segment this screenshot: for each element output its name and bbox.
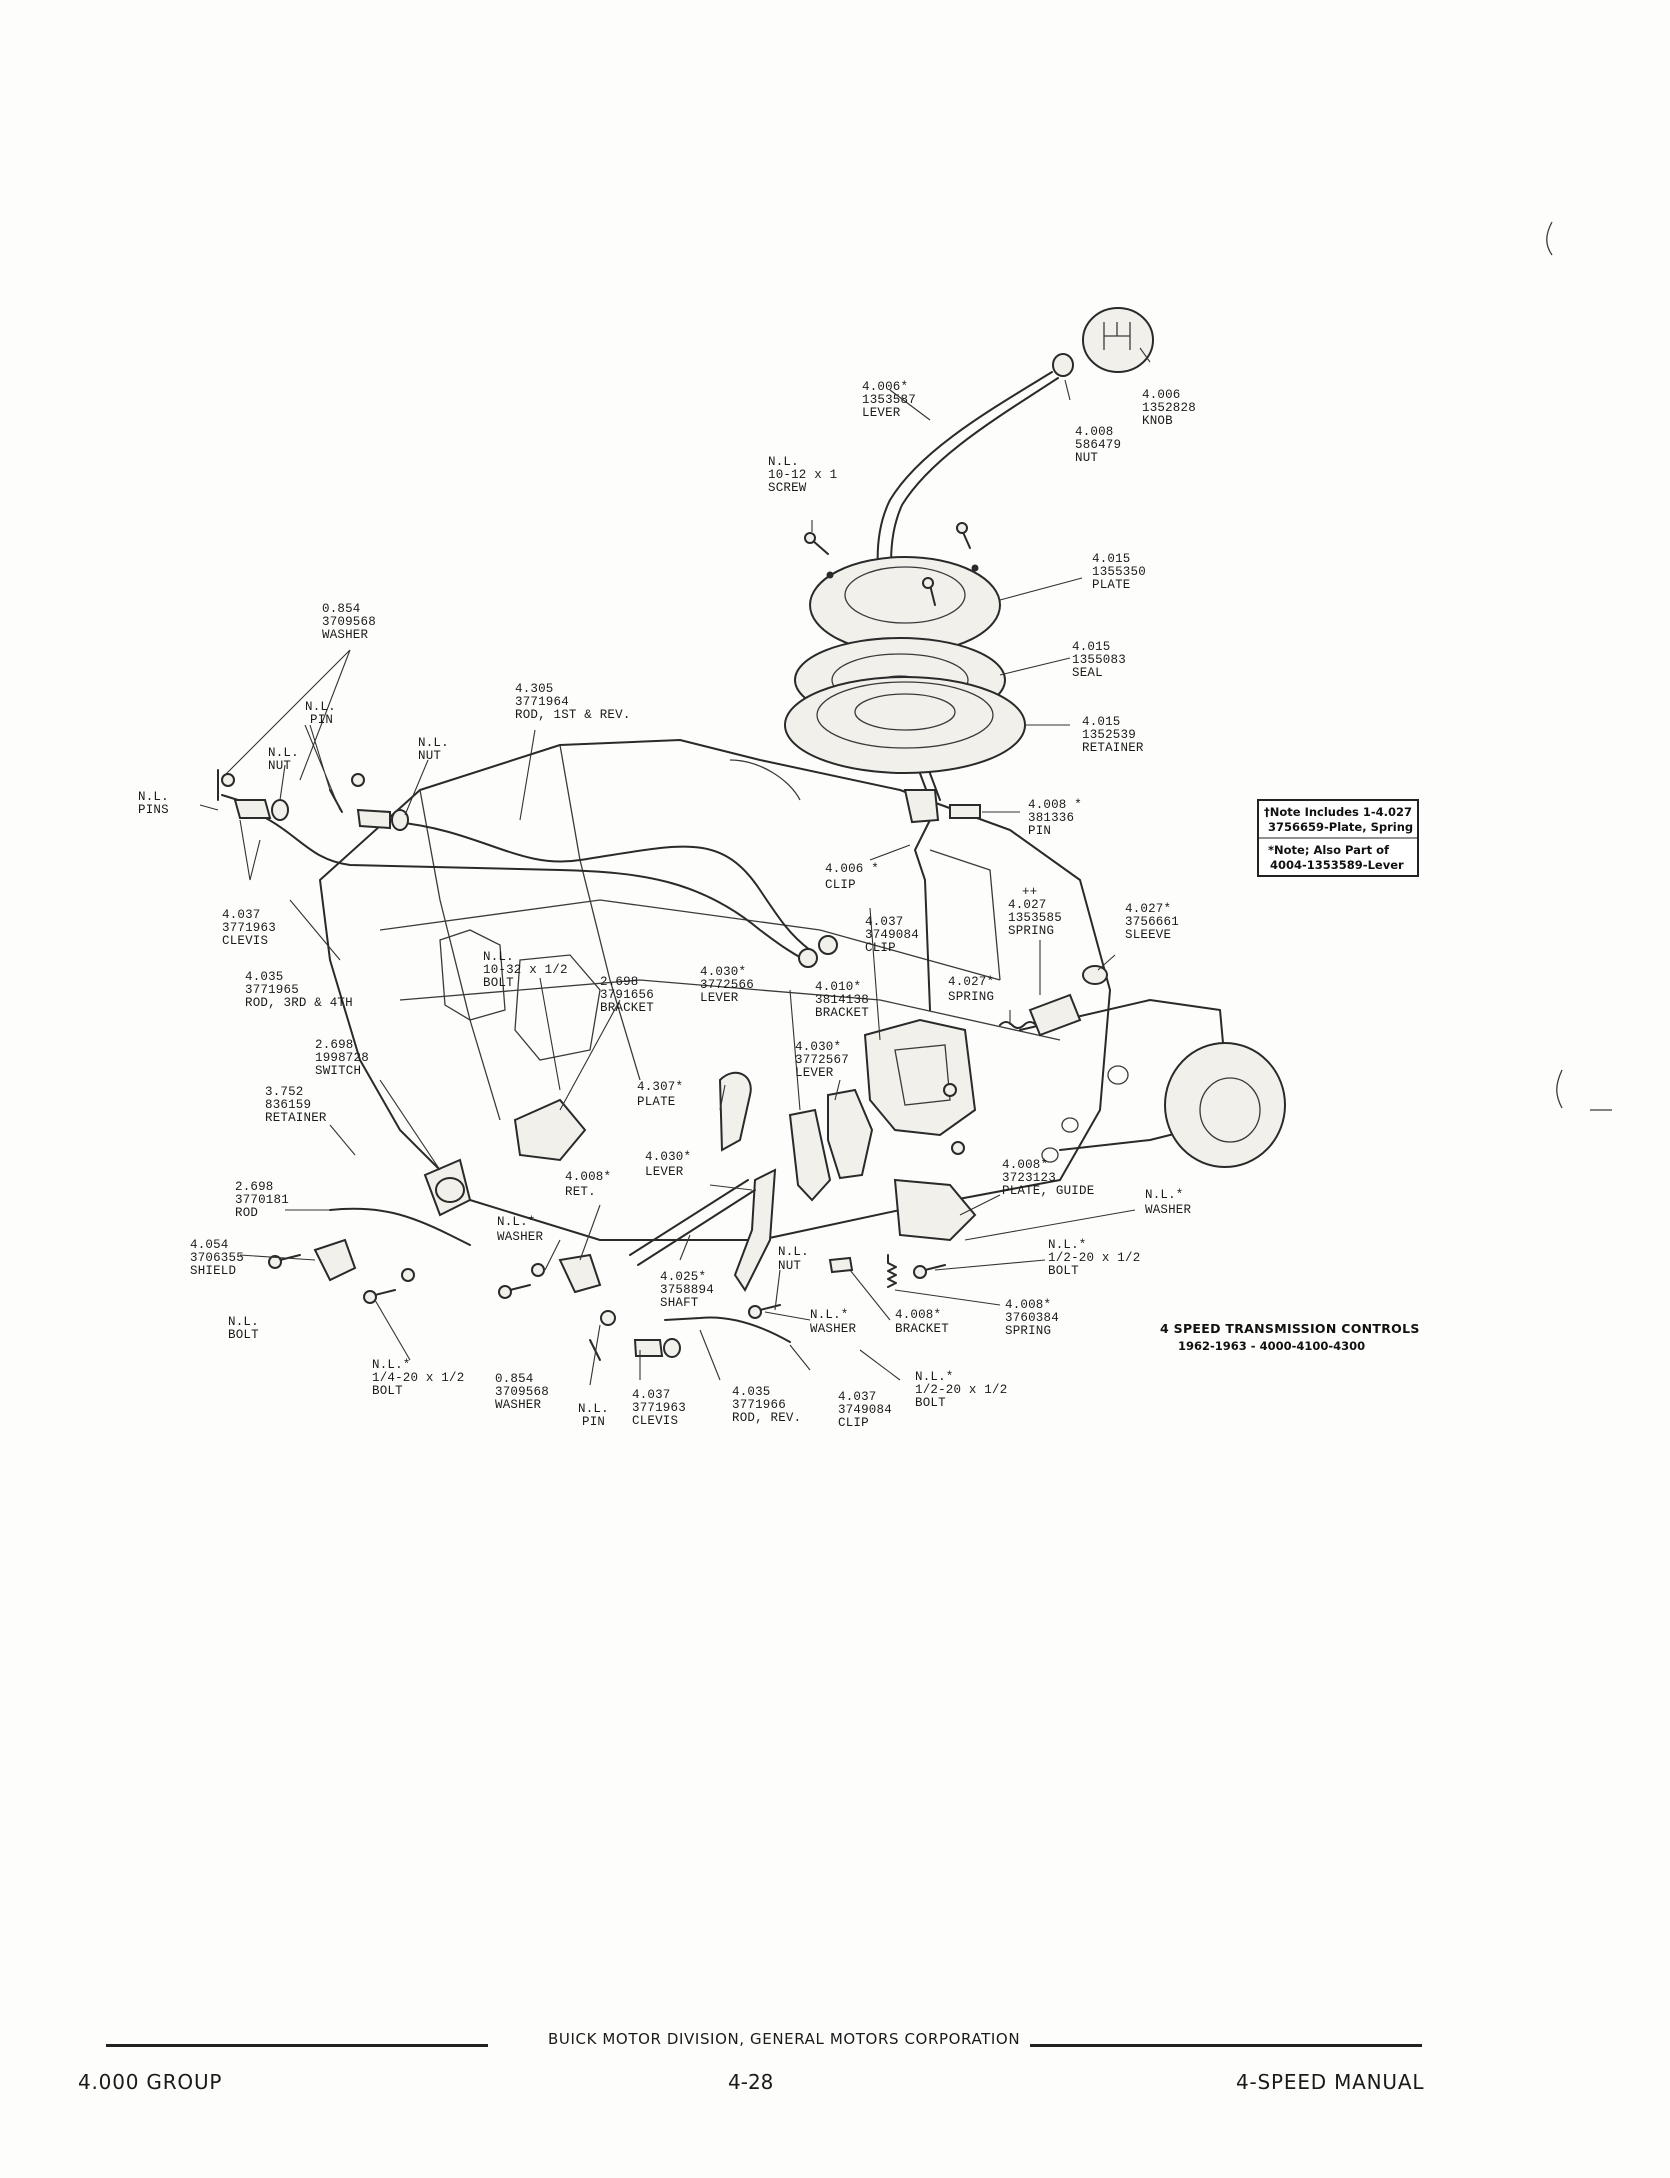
rod-1st-rev	[394, 821, 811, 951]
plate-4307	[718, 1071, 752, 1152]
rod-rev	[664, 1316, 791, 1343]
rod-2698	[329, 1207, 471, 1246]
plate-guide	[893, 1178, 977, 1242]
shift-lever-assembly	[784, 307, 1154, 1011]
lever-4030a	[788, 1108, 832, 1202]
label-pin-left: N.L.PIN	[305, 700, 336, 727]
label-spring-4027: 4.027*SPRING	[948, 975, 994, 1004]
label-nut-left: N.L.NUT	[268, 746, 299, 773]
label-nut-left2: N.L.NUT	[418, 736, 449, 763]
caption-title: 4 SPEED TRANSMISSION CONTROLS	[1160, 1321, 1420, 1336]
bracket-2698	[513, 1098, 587, 1162]
note-line-2: 3756659-Plate, Spring	[1268, 820, 1413, 834]
shift-rods	[217, 769, 838, 1361]
lever-4030c	[733, 1168, 777, 1292]
bracket-4008-icon	[828, 1256, 854, 1274]
label-pin-bottom: N.L.PIN	[578, 1402, 609, 1429]
label-ret-4008: 4.008*RET.	[565, 1170, 611, 1199]
washer-icon	[221, 773, 235, 787]
transmission-case	[319, 739, 1286, 1241]
label-lever-4030c: 4.030*LEVER	[645, 1150, 691, 1179]
label-bolt-left: N.L.BOLT	[228, 1315, 259, 1342]
note-box: †Note Includes 1-4.027 3756659-Plate, Sp…	[1257, 799, 1419, 877]
bracket-4010	[863, 1018, 977, 1137]
lever-4030b	[827, 1088, 874, 1180]
shield-icon	[313, 1238, 357, 1282]
leader-lines	[199, 347, 1151, 1386]
caption-subtitle: 1962-1963 - 4000-4100-4300	[1178, 1339, 1365, 1353]
label-bracket-4008: 4.008*BRACKET	[895, 1308, 949, 1336]
spring-1353585	[1028, 993, 1082, 1037]
footer-corporation: BUICK MOTOR DIVISION, GENERAL MOTORS COR…	[548, 2030, 1021, 2048]
retainer-icon	[784, 676, 1026, 774]
label-nut-nl: N.L.NUT	[778, 1245, 809, 1273]
margin-mark	[1546, 221, 1553, 256]
shaft-icon	[637, 1189, 756, 1266]
rod-3rd-4th	[259, 814, 806, 961]
note-line-1: †Note Includes 1-4.027	[1264, 805, 1412, 819]
footer-rule-left	[106, 2044, 488, 2047]
footer-rule-right	[1030, 2044, 1422, 2047]
label-clip-mid: 4.006 *CLIP	[825, 862, 879, 892]
clevis-icon	[233, 799, 272, 819]
pin-icon	[949, 804, 981, 819]
knob-icon	[1082, 307, 1154, 373]
spring-icon	[999, 1021, 1037, 1029]
label-pins-far: N.L.PINS	[138, 790, 169, 817]
ret-icon	[558, 1253, 602, 1294]
nut-icon	[1052, 353, 1074, 377]
shifter-mechanism	[268, 965, 1108, 1319]
footer-page-number: 4-28	[728, 2070, 774, 2094]
note-line-4: 4004-1353589-Lever	[1270, 858, 1404, 872]
backup-switch	[313, 1098, 587, 1282]
footer-manual-title: 4-SPEED MANUAL	[1236, 2070, 1425, 2094]
spring-4008-icon	[887, 1254, 897, 1288]
label-washer-nl: N.L.*WASHER	[497, 1215, 544, 1244]
screw-icon	[804, 522, 971, 606]
note-line-3: *Note; Also Part of	[1268, 843, 1390, 857]
label-plate-4307: 4.307*PLATE	[637, 1080, 683, 1109]
sleeve-icon	[1082, 965, 1108, 985]
label-washer-right: N.L.*WASHER	[1145, 1188, 1192, 1217]
label-washer-nl2: N.L.*WASHER	[810, 1308, 857, 1336]
footer-group: 4.000 GROUP	[78, 2070, 223, 2094]
